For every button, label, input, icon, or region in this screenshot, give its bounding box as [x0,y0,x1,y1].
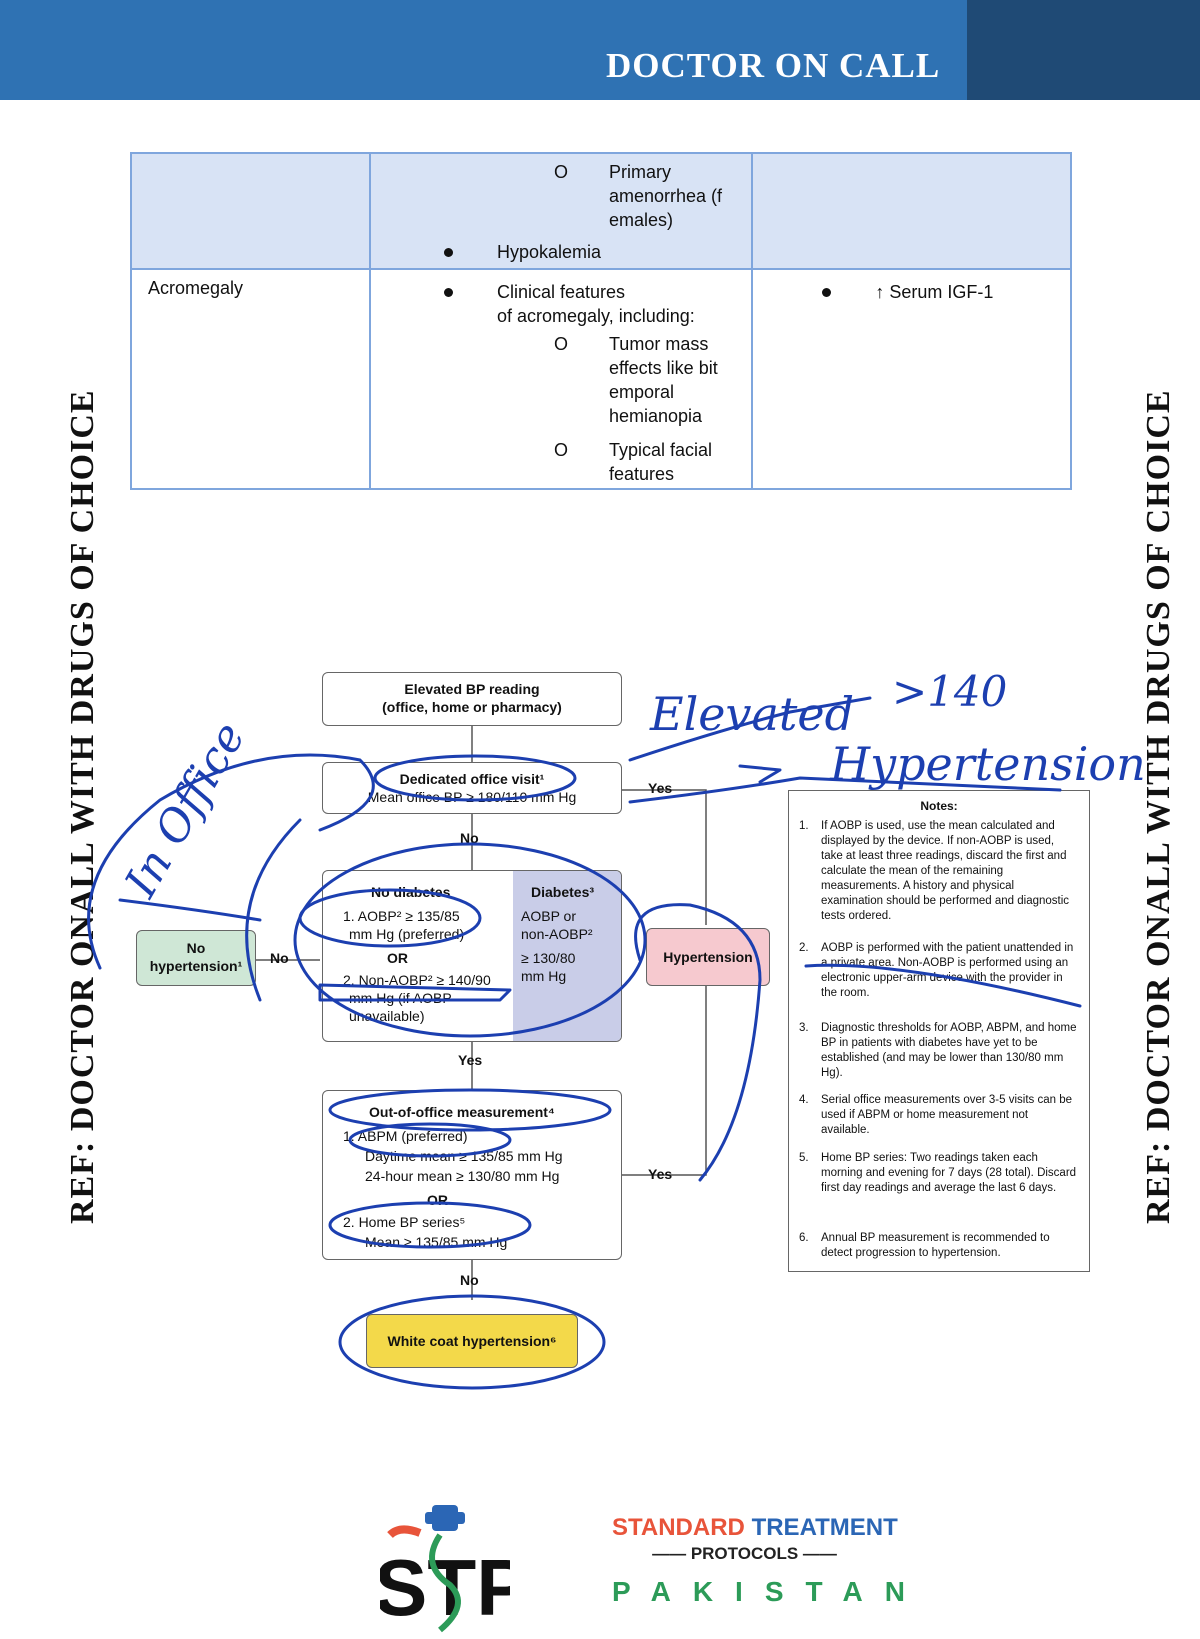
table-text: Typical facial [608,440,713,460]
no-label: No [460,1272,479,1288]
pen-text-in-office: In Office [115,714,256,906]
bullet-icon [443,248,453,257]
pen-loop [87,753,375,970]
bullet-icon [822,288,832,297]
pen-box [318,983,512,1002]
table-text: Acromegaly [148,278,244,298]
pen-arrow [118,898,262,922]
pen-circle [348,1122,512,1158]
pen-stroke [628,696,872,762]
table-text: emporal [608,382,675,402]
yes-label: Yes [458,1052,483,1068]
table-text: amenorrhea (f [608,186,723,206]
logo-text-line1: STANDARD TREATMENT [612,1514,898,1541]
table-row: O Primary amenorrhea (f emales) Hypokale… [130,152,1072,270]
pen-circle [298,888,482,948]
pen-text-gt140: >140 [892,667,1007,716]
yes-label: Yes [648,780,673,796]
page-title: DOCTOR ON CALL [606,46,941,85]
table-text: effects like bit [608,358,718,378]
table-text: Hypokalemia [496,242,602,262]
table-text: ↑ Serum IGF-1 [875,282,994,302]
header-accent [967,0,1200,100]
sub-bullet-marker: O [553,162,568,182]
table-text: features [608,464,675,484]
out-of-office-box: Out-of-office measurement⁴ 1. ABPM (pref… [322,1090,622,1260]
pen-arrow [738,764,782,784]
pen-circle [328,1201,532,1249]
sub-bullet-marker: O [553,440,568,460]
sub-bullet-marker: O [553,334,568,354]
pen-underline [804,963,1082,1008]
pen-circle [338,1294,606,1390]
pen-circle [373,754,577,802]
pen-circle [328,1088,612,1132]
table-text: Tumor mass [608,334,709,354]
logo-mark-text: STP [380,1543,510,1632]
notes-title: Notes: [920,799,958,813]
no-hypertension-box: No hypertension¹ [136,930,256,986]
bullet-icon [443,288,453,297]
criteria-table: O Primary amenorrhea (f emales) Hypokale… [130,152,1072,490]
diagnosis-box: No diabetes 1. AOBP² ≥ 135/85 mm Hg (pre… [322,870,622,1042]
table-row: Acromegaly Clinical features of acromega… [130,268,1072,490]
pen-text-hypertension: Hypertension [829,737,1146,791]
elevated-bp-box: Elevated BP reading (office, home or pha… [322,672,622,726]
logo-text-line3: PAKISTAN [612,1576,927,1607]
pen-loop [634,903,762,1182]
table-text: of acromegaly, including: [496,306,695,326]
table-text: hemianopia [608,406,703,426]
yes-label: Yes [648,1166,673,1182]
logo-text-line2: —— PROTOCOLS —— [652,1544,837,1563]
stp-logo-icon: STP [380,1505,510,1633]
table-text: Clinical features [496,282,626,302]
diabetes-panel [513,871,621,1041]
pen-circle [293,842,647,1038]
pen-stroke [628,776,1062,804]
table-text: emales) [608,210,674,230]
white-coat-box: White coat hypertension⁶ [366,1314,578,1368]
pen-stroke [245,818,302,1002]
notes-panel: Notes: 1.If AOBP is used, use the mean c… [788,790,1090,1272]
pen-text-elevated: Elevated [649,687,854,741]
no-label: No [270,950,289,966]
table-text: Primary [608,162,671,182]
no-label: No [460,830,479,846]
